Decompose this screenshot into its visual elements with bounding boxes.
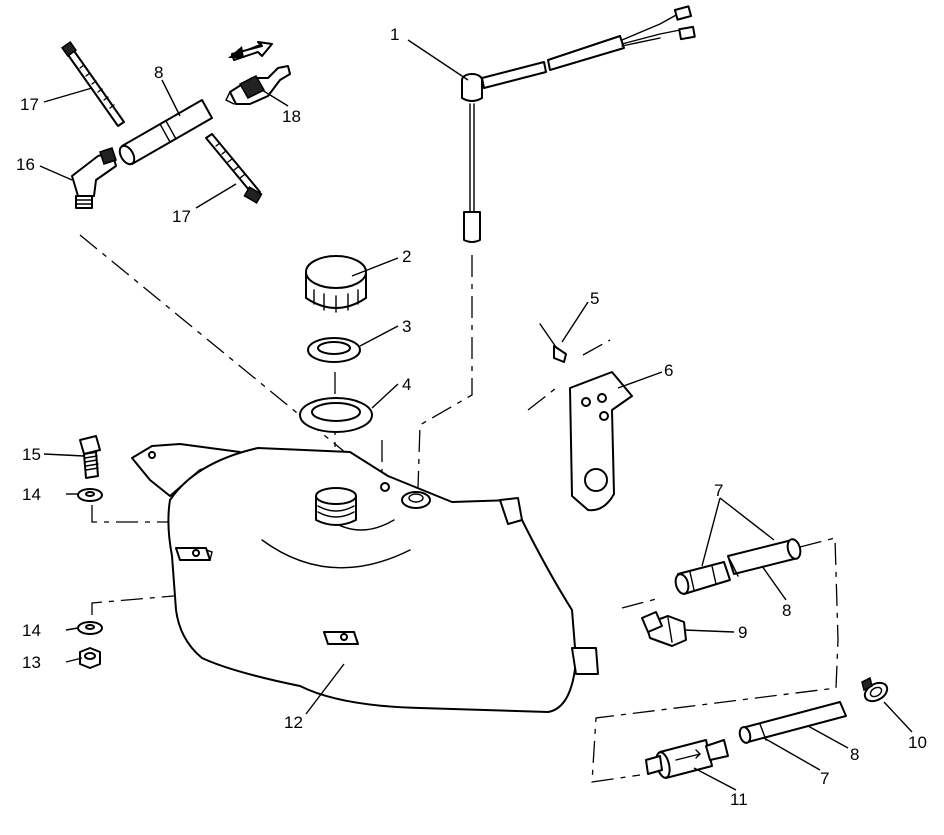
callout-17a: 17: [20, 95, 39, 114]
callout-8a: 8: [154, 63, 163, 82]
callout-15: 15: [22, 445, 41, 464]
callout-12: 12: [284, 713, 303, 732]
tank-bracket: [569, 371, 633, 512]
washer-lower: [77, 621, 103, 635]
hose-clamp: [861, 676, 889, 703]
fuel-valve-upper: [225, 41, 291, 105]
callout-14b: 14: [22, 621, 41, 640]
hose-connector-right: [674, 561, 731, 595]
bolt: [79, 435, 101, 479]
washer-upper: [77, 488, 103, 502]
callout-9: 9: [738, 623, 747, 642]
flow-arrow-icon: [228, 43, 263, 58]
vent-line: [539, 323, 567, 363]
fuel-tank: [131, 443, 599, 713]
callout-2: 2: [402, 247, 411, 266]
inline-fuel-filter: [645, 739, 729, 779]
tank-cap: [305, 255, 367, 313]
callout-labels: 1 2 3 4 5 6 7 7 8 8 8 9 10 11 12 13 14 1…: [16, 25, 927, 809]
callout-18: 18: [282, 107, 301, 126]
callout-10: 10: [908, 733, 927, 752]
leader-lines: [39, 39, 913, 791]
callout-17b: 17: [172, 207, 191, 226]
callout-6: 6: [664, 361, 673, 380]
callout-14a: 14: [22, 485, 41, 504]
fuel-hose-right: [727, 538, 802, 577]
neck-gasket: [299, 397, 373, 433]
callout-7b: 7: [820, 769, 829, 788]
fuel-hose-upper: [118, 99, 213, 166]
callout-4: 4: [402, 375, 411, 394]
callout-3: 3: [402, 317, 411, 336]
fuel-sender: [461, 5, 696, 243]
nut: [79, 647, 101, 669]
filler-neck: [315, 487, 357, 526]
callout-5: 5: [590, 289, 599, 308]
callout-8c: 8: [850, 745, 859, 764]
callout-13: 13: [22, 653, 41, 672]
cap-gasket: [307, 337, 361, 363]
clamp-lower: [205, 133, 263, 204]
fuel-hose-lower: [738, 701, 847, 744]
callout-11: 11: [730, 790, 748, 809]
callout-1: 1: [390, 25, 399, 44]
callout-7a: 7: [714, 481, 723, 500]
clamp-upper: [60, 40, 125, 127]
tank-fitting: [641, 611, 687, 647]
callout-16: 16: [16, 155, 35, 174]
elbow-fitting: [71, 147, 117, 209]
callout-8b: 8: [782, 601, 791, 620]
